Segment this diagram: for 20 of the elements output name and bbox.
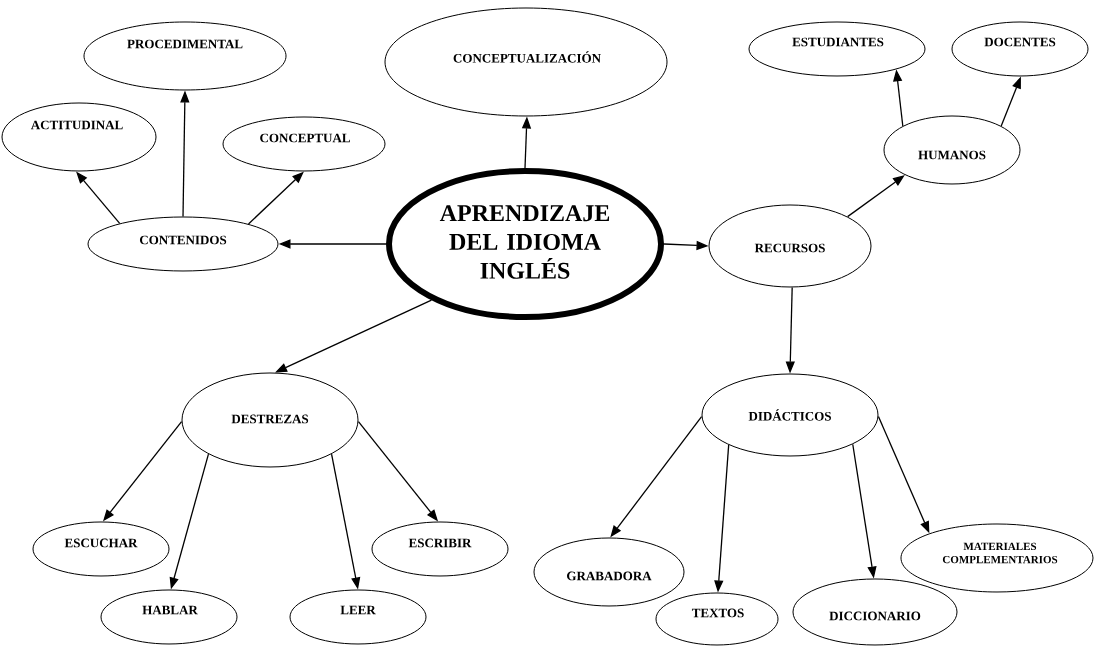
ellipse-node: MATERIALES COMPLEMENTARIOS xyxy=(900,523,1094,593)
ellipse-node: DICCIONARIO xyxy=(792,578,958,646)
ellipse-node: HABLAR xyxy=(100,589,238,645)
ellipse-node: CONCEPTUAL xyxy=(222,116,386,172)
ellipse-node: ESCUCHAR xyxy=(32,521,170,577)
ellipse-node: ACTITUDINAL xyxy=(1,102,157,172)
ellipse-node: LEER xyxy=(289,589,427,645)
ellipse-node: GRABADORA xyxy=(533,537,685,607)
ellipse-node: DESTREZAS xyxy=(181,372,359,468)
ellipse-node: TEXTOS xyxy=(655,592,779,646)
ellipse-node: DIDÁCTICOS xyxy=(701,373,879,457)
ellipse-node: CONTENIDOS xyxy=(87,216,279,272)
arrow xyxy=(846,175,905,218)
ellipse-node: DOCENTES xyxy=(951,21,1089,77)
ellipse-node: ESCRIBIR xyxy=(371,521,509,577)
ellipse-node: CONCEPTUALIZACIÓN xyxy=(384,7,668,117)
ellipse-node: HUMANOS xyxy=(883,115,1021,185)
ellipse-node: PROCEDIMENTAL xyxy=(83,21,287,91)
ellipse-node: ESTUDIANTES xyxy=(748,21,926,77)
ellipse-node: RECURSOS xyxy=(708,204,872,288)
